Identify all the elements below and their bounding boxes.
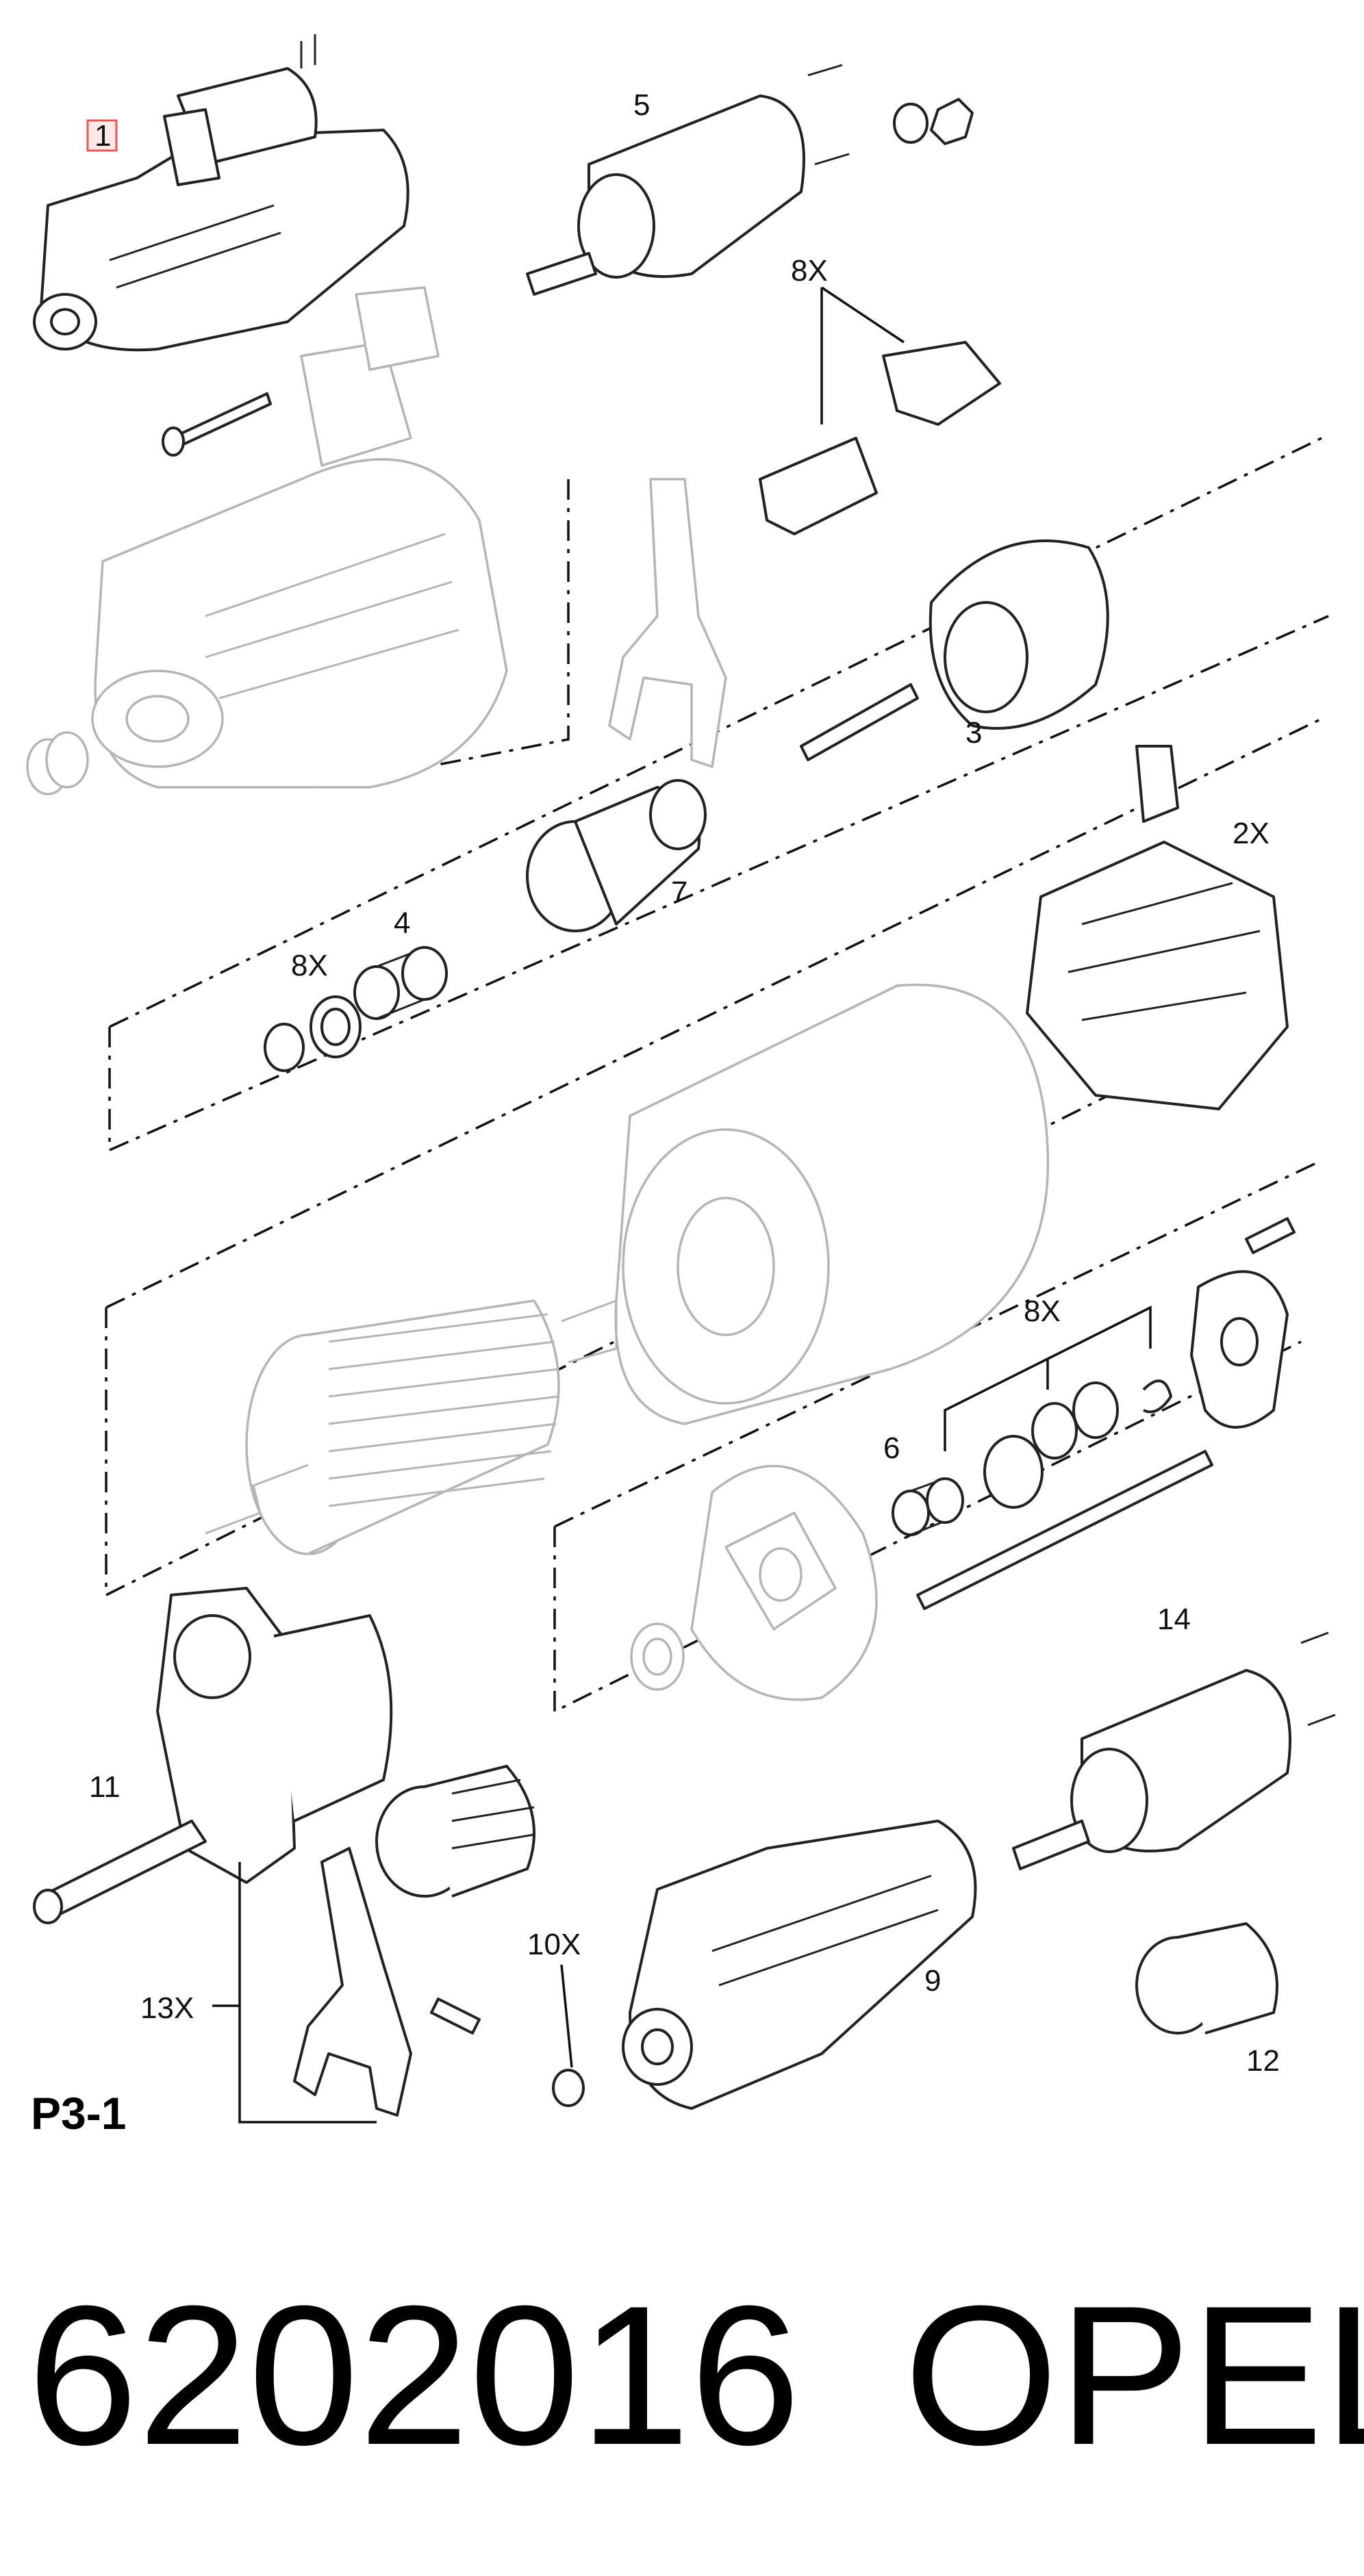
callout-13x: 13X: [140, 1991, 194, 2025]
ghost-seal-ring: [630, 1622, 685, 1691]
solenoid-assembly-11: [33, 1587, 393, 1924]
cover-plate: [1190, 1270, 1289, 1429]
drive-pinion: [526, 779, 707, 932]
ghost-bushing: [26, 731, 89, 795]
callout-5: 5: [633, 88, 650, 122]
callout-1: 1: [94, 119, 111, 153]
starter-motor-9: [622, 1820, 977, 2110]
callout-3: 3: [965, 716, 982, 750]
callout-12: 12: [1246, 2044, 1280, 2078]
nut-and-washer: [893, 98, 974, 145]
callout-2x: 2X: [1233, 817, 1270, 850]
bushing-4: [353, 946, 448, 1020]
leader-lines: [212, 286, 1152, 2124]
sheet-label: P3-1: [31, 2088, 126, 2139]
pin-10: [430, 1998, 585, 2107]
ghost-armature: [205, 1299, 618, 1555]
drive-end-shield: [800, 539, 1109, 761]
callout-8x-top: 8X: [791, 254, 828, 288]
bushing-6: [892, 1477, 964, 1536]
callout-8x-left: 8X: [291, 949, 328, 982]
through-bolts: [916, 1217, 1296, 1610]
complete-starter-motor: [33, 34, 409, 352]
plunger-spring: [375, 1765, 535, 1898]
callout-11: 11: [89, 1770, 121, 1804]
callout-4: 4: [394, 906, 410, 940]
brand-name: OPEL: [904, 2265, 1364, 2486]
callout-labels: 1 5 8X 3 2X 7 4 8X 8X 6 14 11 10X 9 13X …: [89, 88, 1280, 2078]
brush-and-plate: [759, 341, 1001, 535]
fork-lever-13: [293, 1847, 412, 2117]
callout-7: 7: [671, 876, 687, 909]
callout-8x-right: 8X: [1024, 1295, 1061, 1328]
ghost-yoke-housing: [614, 983, 1050, 1425]
drive-pinion-12: [1135, 1922, 1278, 2035]
solenoid-top: [526, 64, 850, 296]
ghost-end-cap: [690, 1464, 878, 1701]
ghost-starter-housing: [91, 286, 508, 789]
part-number: 6202016: [27, 2265, 800, 2486]
washers-8: [264, 995, 362, 1072]
washer-stack-8: [983, 1379, 1172, 1509]
callout-1-highlight-box: [86, 119, 118, 152]
bolt-upper: [162, 392, 272, 457]
callout-14: 14: [1157, 1603, 1191, 1636]
callout-10x: 10X: [527, 1928, 581, 1961]
callout-6: 6: [883, 1431, 900, 1465]
solenoid-14: [1012, 1631, 1336, 1870]
brush-holder: [1026, 745, 1289, 1110]
ghost-fork-lever: [608, 478, 727, 768]
callout-9: 9: [924, 1964, 941, 1998]
